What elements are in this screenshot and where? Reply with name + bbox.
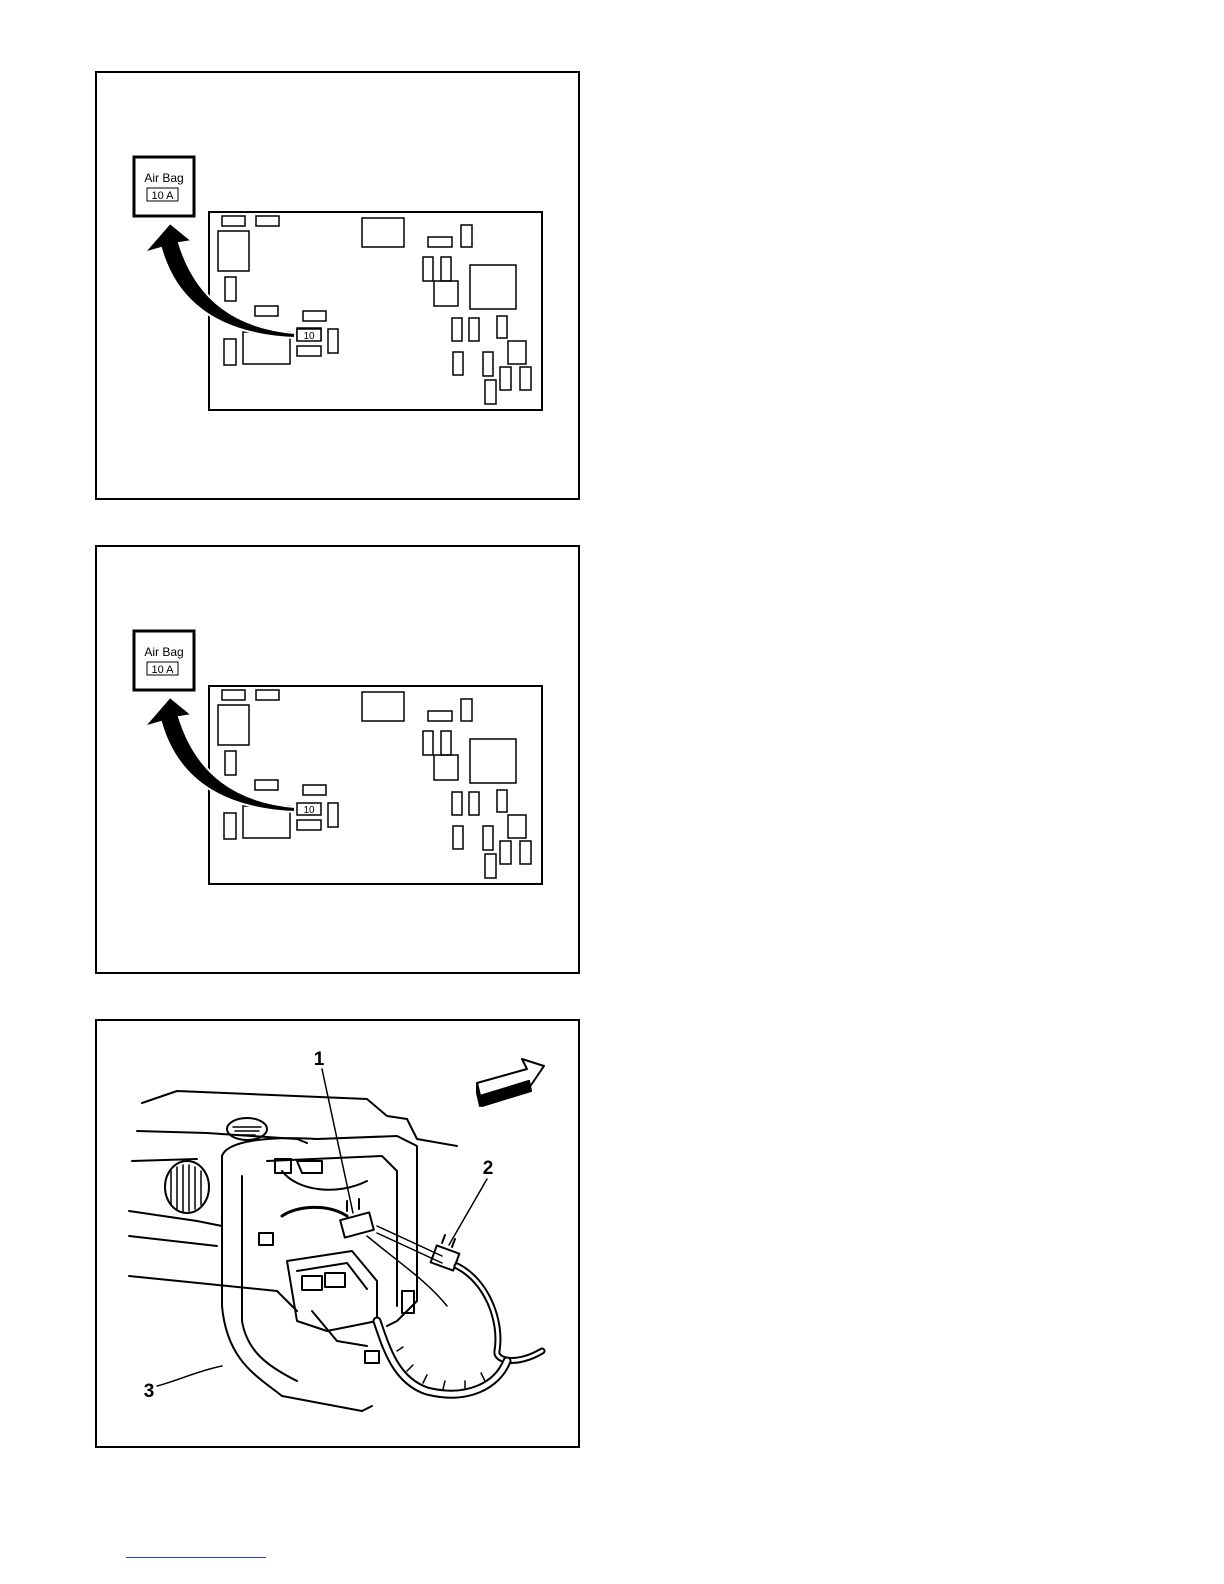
airbag-fuse-number: 10: [303, 805, 315, 816]
callout-3: 3: [144, 1381, 155, 1402]
airbag-fuse-number: 10: [303, 331, 315, 342]
curved-arrow-icon: [144, 223, 295, 338]
footer-rule: [126, 1557, 266, 1558]
fuse-label-rating: 10 A: [151, 664, 174, 676]
fuse-label-box: [134, 157, 194, 216]
curved-arrow-icon: [144, 697, 295, 812]
fuse-block-figure-2: Air Bag 10 A: [95, 545, 580, 974]
fuse-block-figure-1: Air Bag 10 A: [95, 71, 580, 500]
callout-1: 1: [314, 1049, 325, 1070]
fuse-label-rating: 10 A: [151, 190, 174, 202]
callout-3-leader: [157, 1366, 222, 1386]
fuse-block-diagram: Air Bag 10 A: [97, 73, 578, 498]
callout-1-leader: [322, 1069, 353, 1213]
fuse-label-title: Air Bag: [144, 171, 183, 185]
callout-2: 2: [483, 1158, 494, 1179]
connector-illustration-figure: 1 2 3: [95, 1019, 580, 1448]
fuse-block-diagram: Air Bag 10 A: [97, 547, 578, 972]
instrument-panel-illustration: 1 2 3: [97, 1021, 578, 1446]
fuse-label-title: Air Bag: [144, 645, 183, 659]
callout-2-leader: [449, 1179, 487, 1245]
fuse-label-box: [134, 631, 194, 690]
